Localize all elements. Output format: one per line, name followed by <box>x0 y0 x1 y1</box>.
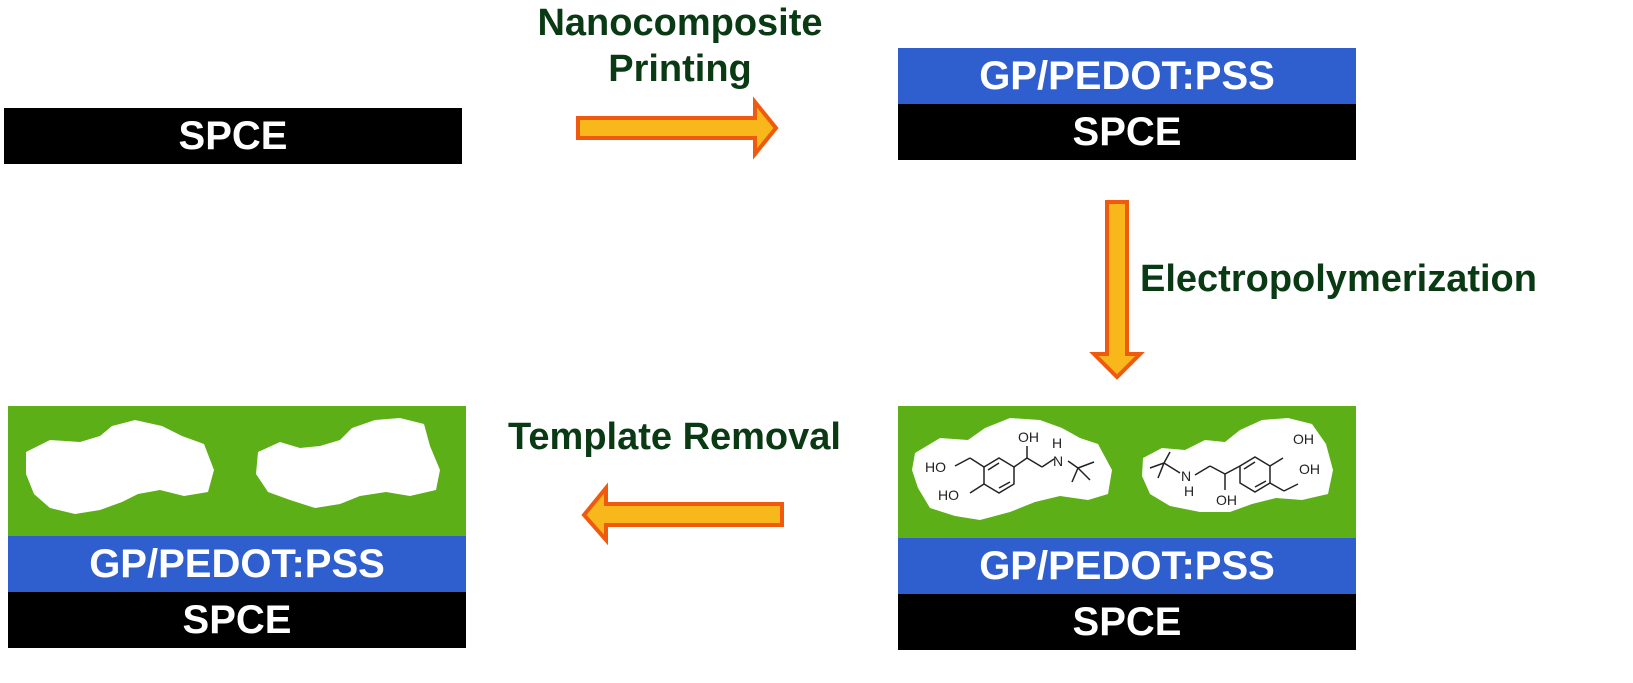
stage3-coating-label: GP/PEDOT:PSS <box>979 543 1275 588</box>
right-label-nh-h: H <box>1184 483 1194 499</box>
template-cavity-left <box>912 418 1112 520</box>
imprinted-cavity-right <box>256 418 440 508</box>
step3-arrow-shape <box>581 482 784 546</box>
left-label-nh-n: N <box>1053 453 1063 469</box>
template-cavity-right <box>1142 418 1333 512</box>
stage2-coating-layer: GP/PEDOT:PSS <box>898 48 1356 104</box>
right-label-nh-n: N <box>1181 468 1191 484</box>
stage2-spce-layer: SPCE <box>898 104 1356 160</box>
stage2-coating-label: GP/PEDOT:PSS <box>979 53 1275 98</box>
left-label-nh-h: H <box>1052 435 1062 451</box>
stage3-coating-layer: GP/PEDOT:PSS <box>898 538 1356 594</box>
stage1-spce-layer: SPCE <box>4 108 462 164</box>
right-label-oh-bottom: OH <box>1216 492 1237 508</box>
stage4-spce-label: SPCE <box>182 597 292 642</box>
right-label-oh-side: OH <box>1299 461 1320 477</box>
left-label-oh-top: OH <box>1018 429 1039 445</box>
step1-label: Nanocomposite Printing <box>505 0 855 92</box>
stage2-spce-label: SPCE <box>1072 109 1182 154</box>
step2-label: Electropolymerization <box>1140 258 1537 300</box>
step2-arrow-shape <box>1089 200 1145 380</box>
template-molecule-right: N H OH OH OH <box>1142 418 1333 512</box>
step1-label-line2: Printing <box>608 48 752 90</box>
imprinted-cavity-left <box>26 420 214 514</box>
step1-label-line1: Nanocomposite <box>537 2 823 44</box>
left-label-ho-ring: HO <box>938 487 959 503</box>
stage4-coating-label: GP/PEDOT:PSS <box>89 541 385 586</box>
stage4-coating-layer: GP/PEDOT:PSS <box>8 536 466 592</box>
right-label-oh-ring: OH <box>1293 431 1314 447</box>
left-label-ho-side: HO <box>925 459 946 475</box>
stage3-spce-layer: SPCE <box>898 594 1356 650</box>
stage4-spce-layer: SPCE <box>8 592 466 648</box>
stage3-spce-label: SPCE <box>1072 599 1182 644</box>
step1-arrow-shape <box>576 96 779 160</box>
template-molecule-left: OH H N HO HO <box>912 418 1112 520</box>
step3-label: Template Removal <box>508 416 841 458</box>
stage1-spce-label: SPCE <box>178 113 288 158</box>
